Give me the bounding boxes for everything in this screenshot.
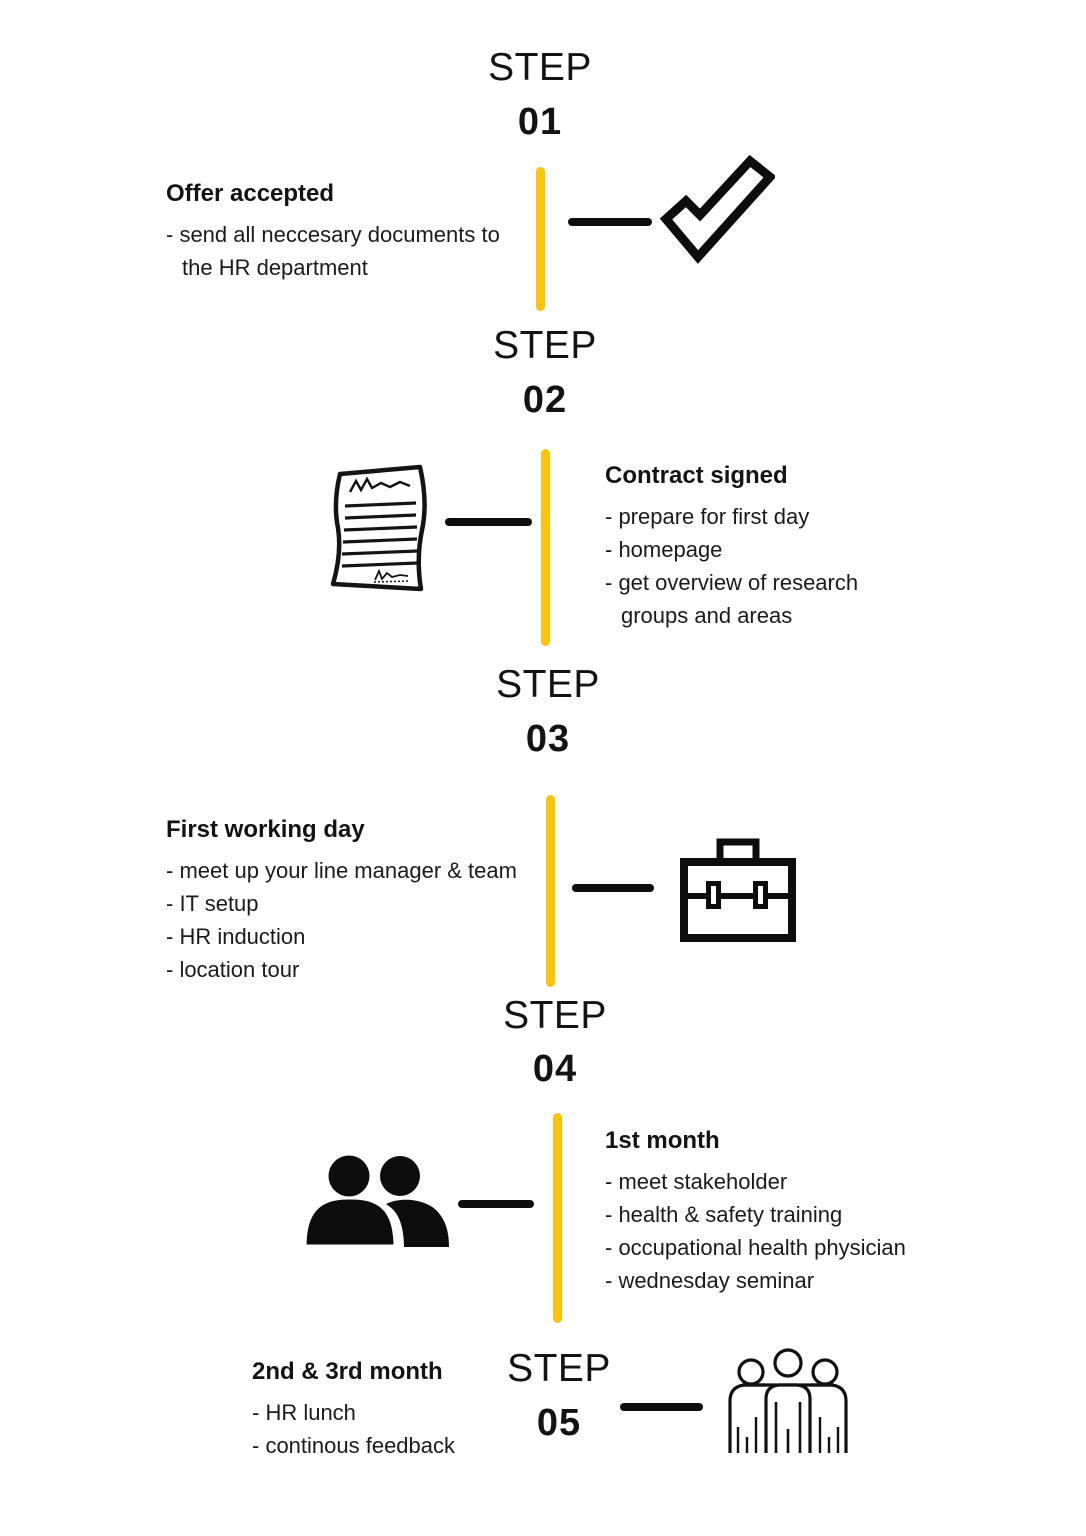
step-1-number: 01 [517, 101, 563, 143]
phase-3-bullet: - IT setup [166, 890, 259, 916]
connector-line-3 [572, 884, 654, 892]
phase-1-title: Offer accepted [166, 180, 335, 207]
checkmark-icon [660, 155, 775, 265]
phase-2-bullet: - prepare for first day [605, 503, 810, 529]
phase-3-text: First working day - meet up your line ma… [166, 816, 517, 986]
phase-1-bullet: - send all neccesary documents to the HR… [166, 221, 500, 280]
phase-4-bullet: - health & safety training [605, 1201, 843, 1227]
connector-line-5 [620, 1403, 703, 1411]
two-people-icon [300, 1150, 452, 1247]
phase-2-bullet: - homepage [605, 536, 723, 562]
three-people-icon [726, 1347, 850, 1453]
briefcase-icon [676, 834, 798, 944]
timeline-segment-2 [541, 449, 550, 646]
phase-5-bullet: - HR lunch [252, 1399, 356, 1425]
phase-3-title: First working day [166, 816, 365, 843]
phase-2-bullet: - get overview of research groups and ar… [605, 569, 859, 628]
step-5-label: STEP [507, 1347, 611, 1390]
phase-2-title: Contract signed [605, 462, 788, 489]
phase-4-bullet: - meet stakeholder [605, 1168, 788, 1194]
step-4-label: STEP [503, 994, 607, 1037]
timeline-segment-4 [553, 1113, 562, 1323]
phase-4-bullet: - occupational health physician [605, 1234, 906, 1260]
step-3-label: STEP [496, 663, 600, 706]
step-2-number: 02 [522, 379, 568, 421]
phase-4-bullet: - wednesday seminar [605, 1267, 815, 1293]
phase-4-text: 1st month - meet stakeholder - health & … [605, 1127, 906, 1297]
phase-3-bullet: - HR induction [166, 923, 306, 949]
timeline-segment-3 [546, 795, 555, 987]
step-1-label: STEP [488, 46, 592, 89]
phase-5-title: 2nd & 3rd month [252, 1358, 443, 1385]
timeline-segment-1 [536, 167, 545, 311]
phase-4-title: 1st month [605, 1127, 720, 1154]
phase-3-bullet: - meet up your line manager & team [166, 857, 517, 883]
connector-line-1 [568, 218, 652, 226]
step-2-label: STEP [493, 324, 597, 367]
phase-5-text: 2nd & 3rd month - HR lunch - continous f… [252, 1358, 455, 1462]
signed-contract-icon [320, 458, 438, 593]
phase-3-bullet: - location tour [166, 956, 300, 982]
step-5-number: 05 [536, 1402, 582, 1444]
step-4-number: 04 [532, 1048, 578, 1090]
connector-line-4 [458, 1200, 534, 1208]
phase-1-text: Offer accepted - send all neccesary docu… [166, 180, 500, 284]
phase-5-bullet: - continous feedback [252, 1432, 456, 1458]
step-3-number: 03 [525, 718, 571, 760]
phase-2-text: Contract signed - prepare for first day … [605, 462, 858, 632]
connector-line-2 [445, 518, 532, 526]
